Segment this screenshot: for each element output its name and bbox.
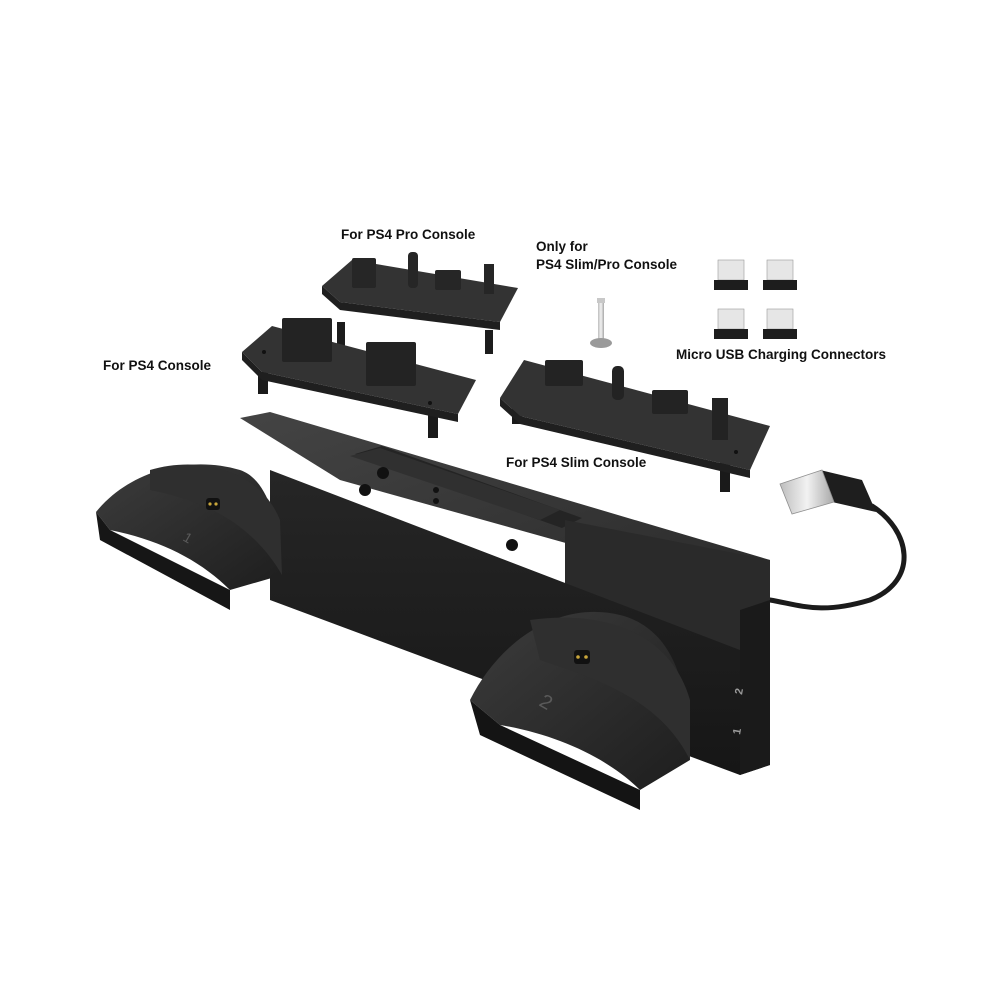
label-ps4-slim-console: For PS4 Slim Console: [506, 455, 647, 470]
charging-dock: 2 1: [240, 412, 770, 775]
svg-text:2: 2: [733, 687, 746, 695]
mounting-screw: [590, 298, 612, 348]
label-only-for-slim-pro: Only for PS4 Slim/Pro Console: [536, 238, 677, 274]
controller-cradle-2: 2: [470, 611, 690, 810]
usb-cable: [767, 469, 907, 611]
label-ps4-pro-console: For PS4 Pro Console: [341, 227, 476, 242]
ps4-adapter-plate: [242, 318, 476, 438]
micro-usb-connectors: [714, 259, 797, 339]
ps4-slim-adapter-plate: [500, 360, 770, 492]
svg-text:1: 1: [731, 727, 744, 735]
label-ps4-console: For PS4 Console: [103, 358, 212, 373]
label-micro-usb-connectors: Micro USB Charging Connectors: [676, 347, 887, 362]
ps4-pro-adapter-plate: [322, 252, 518, 354]
label-only-for-line1: Only for: [536, 239, 588, 254]
label-only-for-line2: PS4 Slim/Pro Console: [536, 257, 678, 272]
controller-cradle-1: 1: [96, 464, 282, 610]
